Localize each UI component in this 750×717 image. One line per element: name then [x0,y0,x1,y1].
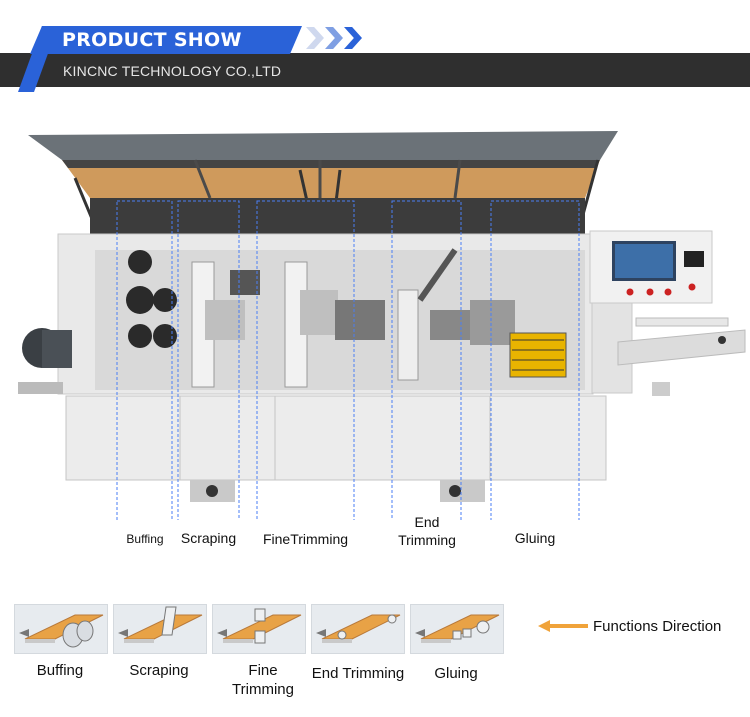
function-label-scraping: Scraping [129,662,189,679]
function-label-trimming: Trimming [232,681,294,698]
function-label-gluing: Gluing [434,665,478,682]
machine-label-buffing: Buffing [126,532,164,546]
machine-label-trimming: Trimming [398,532,456,548]
end-trimming-diagram [311,604,405,654]
chevron-right-icon [344,27,362,49]
company-name: KINCNC TECHNOLOGY CO.,LTD [63,63,282,79]
machine-label-gluing: Gluing [514,530,556,546]
scraping-diagram [113,604,207,654]
function-label-buffing: Buffing [36,662,84,679]
machine-label-scraping: Scraping [180,530,237,546]
buffing-diagram [14,604,108,654]
banner-dark-strip [0,53,750,87]
arrow-left-icon [538,620,588,632]
page-title: PRODUCT SHOW [62,29,242,51]
chevron-right-icon [306,27,324,49]
chevron-right-icon [325,27,343,49]
functions-direction-label: Functions Direction [593,618,722,635]
edge-banding-machine-image [18,131,746,520]
fine-trimming-diagram [212,604,306,654]
header-banner: PRODUCT SHOW KINCNC TECHNOLOGY CO.,LTD [0,0,750,100]
banner-title-box [30,26,302,54]
machine-label-end: End [414,514,440,530]
gluing-diagram [410,604,504,654]
function-label-fine: Fine [248,662,278,679]
machine-label-finetrimming: FineTrimming [262,531,349,547]
function-label-end-trimming: End Trimming [311,665,405,682]
